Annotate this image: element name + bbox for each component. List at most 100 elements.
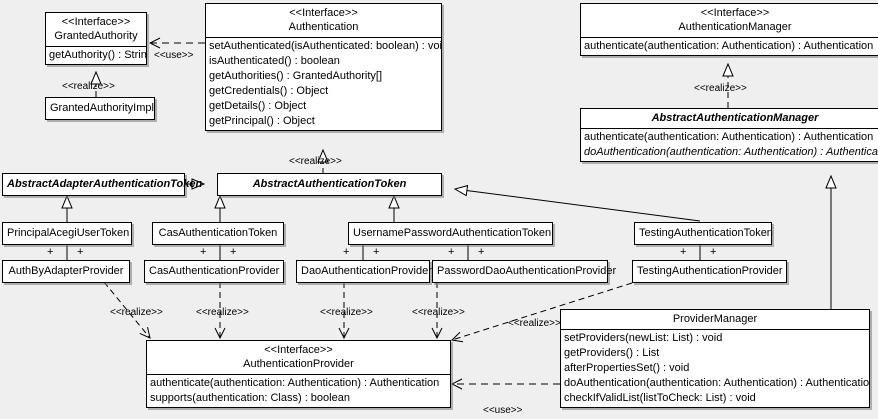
class-header: CasAuthenticationProvider bbox=[145, 261, 283, 282]
operation: afterPropertiesSet() : void bbox=[564, 362, 690, 374]
class-name: UsernamePasswordAuthenticationToken bbox=[353, 227, 552, 239]
class-name: ProviderManager bbox=[672, 313, 758, 325]
edge-label-realize-abstractauthenticationmanager: <<realize>> bbox=[694, 83, 747, 94]
class-cas-authentication-token[interactable]: CasAuthenticationToken bbox=[152, 222, 284, 245]
class-header: PrincipalAcegiUserToken bbox=[3, 223, 131, 244]
stereotype-label: <<Interface>> bbox=[289, 7, 358, 19]
multiplicity-testing-left: + bbox=[680, 246, 687, 258]
operation: getAuthorities() : GrantedAuthority[] bbox=[209, 70, 383, 82]
class-name: PrincipalAcegiUserToken bbox=[7, 227, 130, 239]
class-name: GrantedAuthority bbox=[54, 30, 138, 42]
multiplicity-principal-right: + bbox=[77, 246, 84, 258]
edge-label-use-authentication-grantedauthority: <<use>> bbox=[154, 50, 194, 61]
class-authentication-manager[interactable]: <<Interface>> AuthenticationManager auth… bbox=[580, 3, 878, 56]
multiplicity-userpass-right: + bbox=[373, 246, 380, 258]
multiplicity-userpass-left2: + bbox=[448, 246, 455, 258]
class-header: DaoAuthenticationProvider bbox=[297, 261, 432, 282]
class-header: PasswordDaoAuthenticationProvider bbox=[433, 261, 617, 282]
operation: setAuthenticated(isAuthenticated: boolea… bbox=[209, 40, 441, 52]
class-granted-authority[interactable]: <<Interface>> GrantedAuthority getAuthor… bbox=[45, 12, 147, 65]
class-name: TestingAuthenticationProvider bbox=[637, 265, 783, 277]
class-header: ProviderManager bbox=[561, 310, 869, 329]
stereotype-label: <<Interface>> bbox=[700, 7, 770, 19]
class-name: AbstractAuthenticationManager bbox=[651, 112, 819, 124]
class-name: PasswordDaoAuthenticationProvider bbox=[437, 265, 617, 277]
operation: setProviders(newList: List) : void bbox=[564, 332, 723, 344]
operation: isAuthenticated() : boolean bbox=[209, 55, 340, 67]
operations-compartment: authenticate(authentication: Authenticat… bbox=[581, 128, 878, 161]
multiplicity-cas-left: + bbox=[200, 246, 207, 258]
class-header: TestingAuthenticationProvider bbox=[633, 261, 786, 282]
stereotype-label: <<Interface>> bbox=[264, 344, 333, 356]
stereotype-label: <<Interface>> bbox=[61, 16, 131, 28]
class-abstract-authentication-manager[interactable]: AbstractAuthenticationManager authentica… bbox=[580, 108, 878, 162]
class-name: GrantedAuthorityImpl bbox=[50, 102, 154, 114]
class-header: <<Interface>> Authentication bbox=[206, 4, 441, 37]
class-header: AbstractAdapterAuthenticationToken bbox=[3, 174, 203, 195]
multiplicity-principal-left: + bbox=[47, 246, 54, 258]
edge-label-realize-daoprovider: <<realize>> bbox=[320, 307, 373, 318]
class-name: DaoAuthenticationProvider bbox=[301, 265, 432, 277]
class-abstract-adapter-authentication-token[interactable]: AbstractAdapterAuthenticationToken bbox=[2, 173, 203, 196]
operation: supports(authentication: Class) : boolea… bbox=[150, 392, 350, 404]
class-authentication[interactable]: <<Interface>> Authentication setAuthenti… bbox=[205, 3, 442, 131]
class-provider-manager[interactable]: ProviderManager setProviders(newList: Li… bbox=[560, 309, 870, 408]
class-header: UsernamePasswordAuthenticationToken bbox=[349, 223, 552, 244]
class-auth-by-adapter-provider[interactable]: AuthByAdapterProvider bbox=[2, 260, 130, 283]
class-name: AuthByAdapterProvider bbox=[8, 265, 124, 277]
operation: getDetails() : Object bbox=[209, 100, 307, 112]
class-header: TestingAuthenticationToken bbox=[635, 223, 773, 244]
multiplicity-testing-right: + bbox=[710, 246, 717, 258]
operation: doAuthentication(authentication: Authent… bbox=[584, 146, 878, 158]
operation: getCredentials() : Object bbox=[209, 85, 329, 97]
multiplicity-userpass-left: + bbox=[343, 246, 350, 258]
class-header: AuthByAdapterProvider bbox=[3, 261, 129, 282]
class-cas-authentication-provider[interactable]: CasAuthenticationProvider bbox=[144, 260, 284, 283]
class-header: AbstractAuthenticationToken bbox=[218, 174, 441, 195]
class-abstract-authentication-token[interactable]: AbstractAuthenticationToken bbox=[217, 173, 442, 196]
operations-compartment: setProviders(newList: List) : void getPr… bbox=[561, 329, 869, 407]
edge-label-realize-grantedauthorityimpl: <<realize>> bbox=[62, 81, 115, 92]
class-header: CasAuthenticationToken bbox=[153, 223, 283, 244]
multiplicity-cas-right: + bbox=[230, 246, 237, 258]
class-authentication-provider[interactable]: <<Interface>> AuthenticationProvider aut… bbox=[146, 340, 451, 408]
edge-label-realize-casprovider: <<realize>> bbox=[196, 307, 249, 318]
class-principal-acegi-user-token[interactable]: PrincipalAcegiUserToken bbox=[2, 222, 132, 245]
class-name: Authentication bbox=[288, 21, 359, 33]
operation: getPrincipal() : Object bbox=[209, 115, 315, 127]
class-granted-authority-impl[interactable]: GrantedAuthorityImpl bbox=[45, 97, 155, 120]
edge-inherit-testingtoken-abstracttoken bbox=[455, 189, 701, 222]
class-name: AuthenticationManager bbox=[678, 21, 792, 33]
class-header: AbstractAuthenticationManager bbox=[581, 109, 878, 128]
class-header: <<Interface>> AuthenticationProvider bbox=[147, 341, 450, 374]
multiplicity-userpass-right2: + bbox=[478, 246, 485, 258]
class-name: CasAuthenticationToken bbox=[158, 227, 278, 239]
class-name: CasAuthenticationProvider bbox=[149, 265, 280, 277]
edge-label-realize-authbyadapterprovider: <<realize>> bbox=[110, 307, 163, 318]
operation: getProviders() : List bbox=[564, 347, 660, 359]
class-testing-authentication-provider[interactable]: TestingAuthenticationProvider bbox=[632, 260, 787, 283]
class-name: AbstractAuthenticationToken bbox=[252, 178, 407, 190]
class-header: <<Interface>> AuthenticationManager bbox=[581, 4, 878, 37]
class-password-dao-authentication-provider[interactable]: PasswordDaoAuthenticationProvider bbox=[432, 260, 617, 283]
operations-compartment: authenticate(authentication: Authenticat… bbox=[581, 37, 878, 55]
edge-label-realize-testingprovider: <<realize>> bbox=[508, 318, 561, 329]
class-name: AuthenticationProvider bbox=[243, 358, 354, 370]
operations-compartment: setAuthenticated(isAuthenticated: boolea… bbox=[206, 37, 441, 130]
class-dao-authentication-provider[interactable]: DaoAuthenticationProvider bbox=[296, 260, 432, 283]
operation: authenticate(authentication: Authenticat… bbox=[584, 131, 874, 143]
operations-compartment: getAuthority() : String bbox=[46, 46, 146, 64]
class-name: AbstractAdapterAuthenticationToken bbox=[7, 178, 203, 190]
class-header: <<Interface>> GrantedAuthority bbox=[46, 13, 146, 46]
operation: doAuthentication(authentication: Authent… bbox=[564, 377, 869, 389]
edge-label-realize-passworddaoprovider: <<realize>> bbox=[412, 307, 465, 318]
operation: checkIfValidList(listToCheck: List) : vo… bbox=[564, 392, 756, 404]
operations-compartment: authenticate(authentication: Authenticat… bbox=[147, 374, 450, 407]
class-username-password-authentication-token[interactable]: UsernamePasswordAuthenticationToken bbox=[348, 222, 553, 245]
edge-label-realize-abstractauthenticationtoken: <<realize>> bbox=[289, 156, 342, 167]
class-testing-authentication-token[interactable]: TestingAuthenticationToken bbox=[634, 222, 773, 245]
class-header: GrantedAuthorityImpl bbox=[46, 98, 154, 119]
operation: authenticate(authentication: Authenticat… bbox=[150, 377, 440, 389]
class-name: TestingAuthenticationToken bbox=[639, 227, 773, 239]
